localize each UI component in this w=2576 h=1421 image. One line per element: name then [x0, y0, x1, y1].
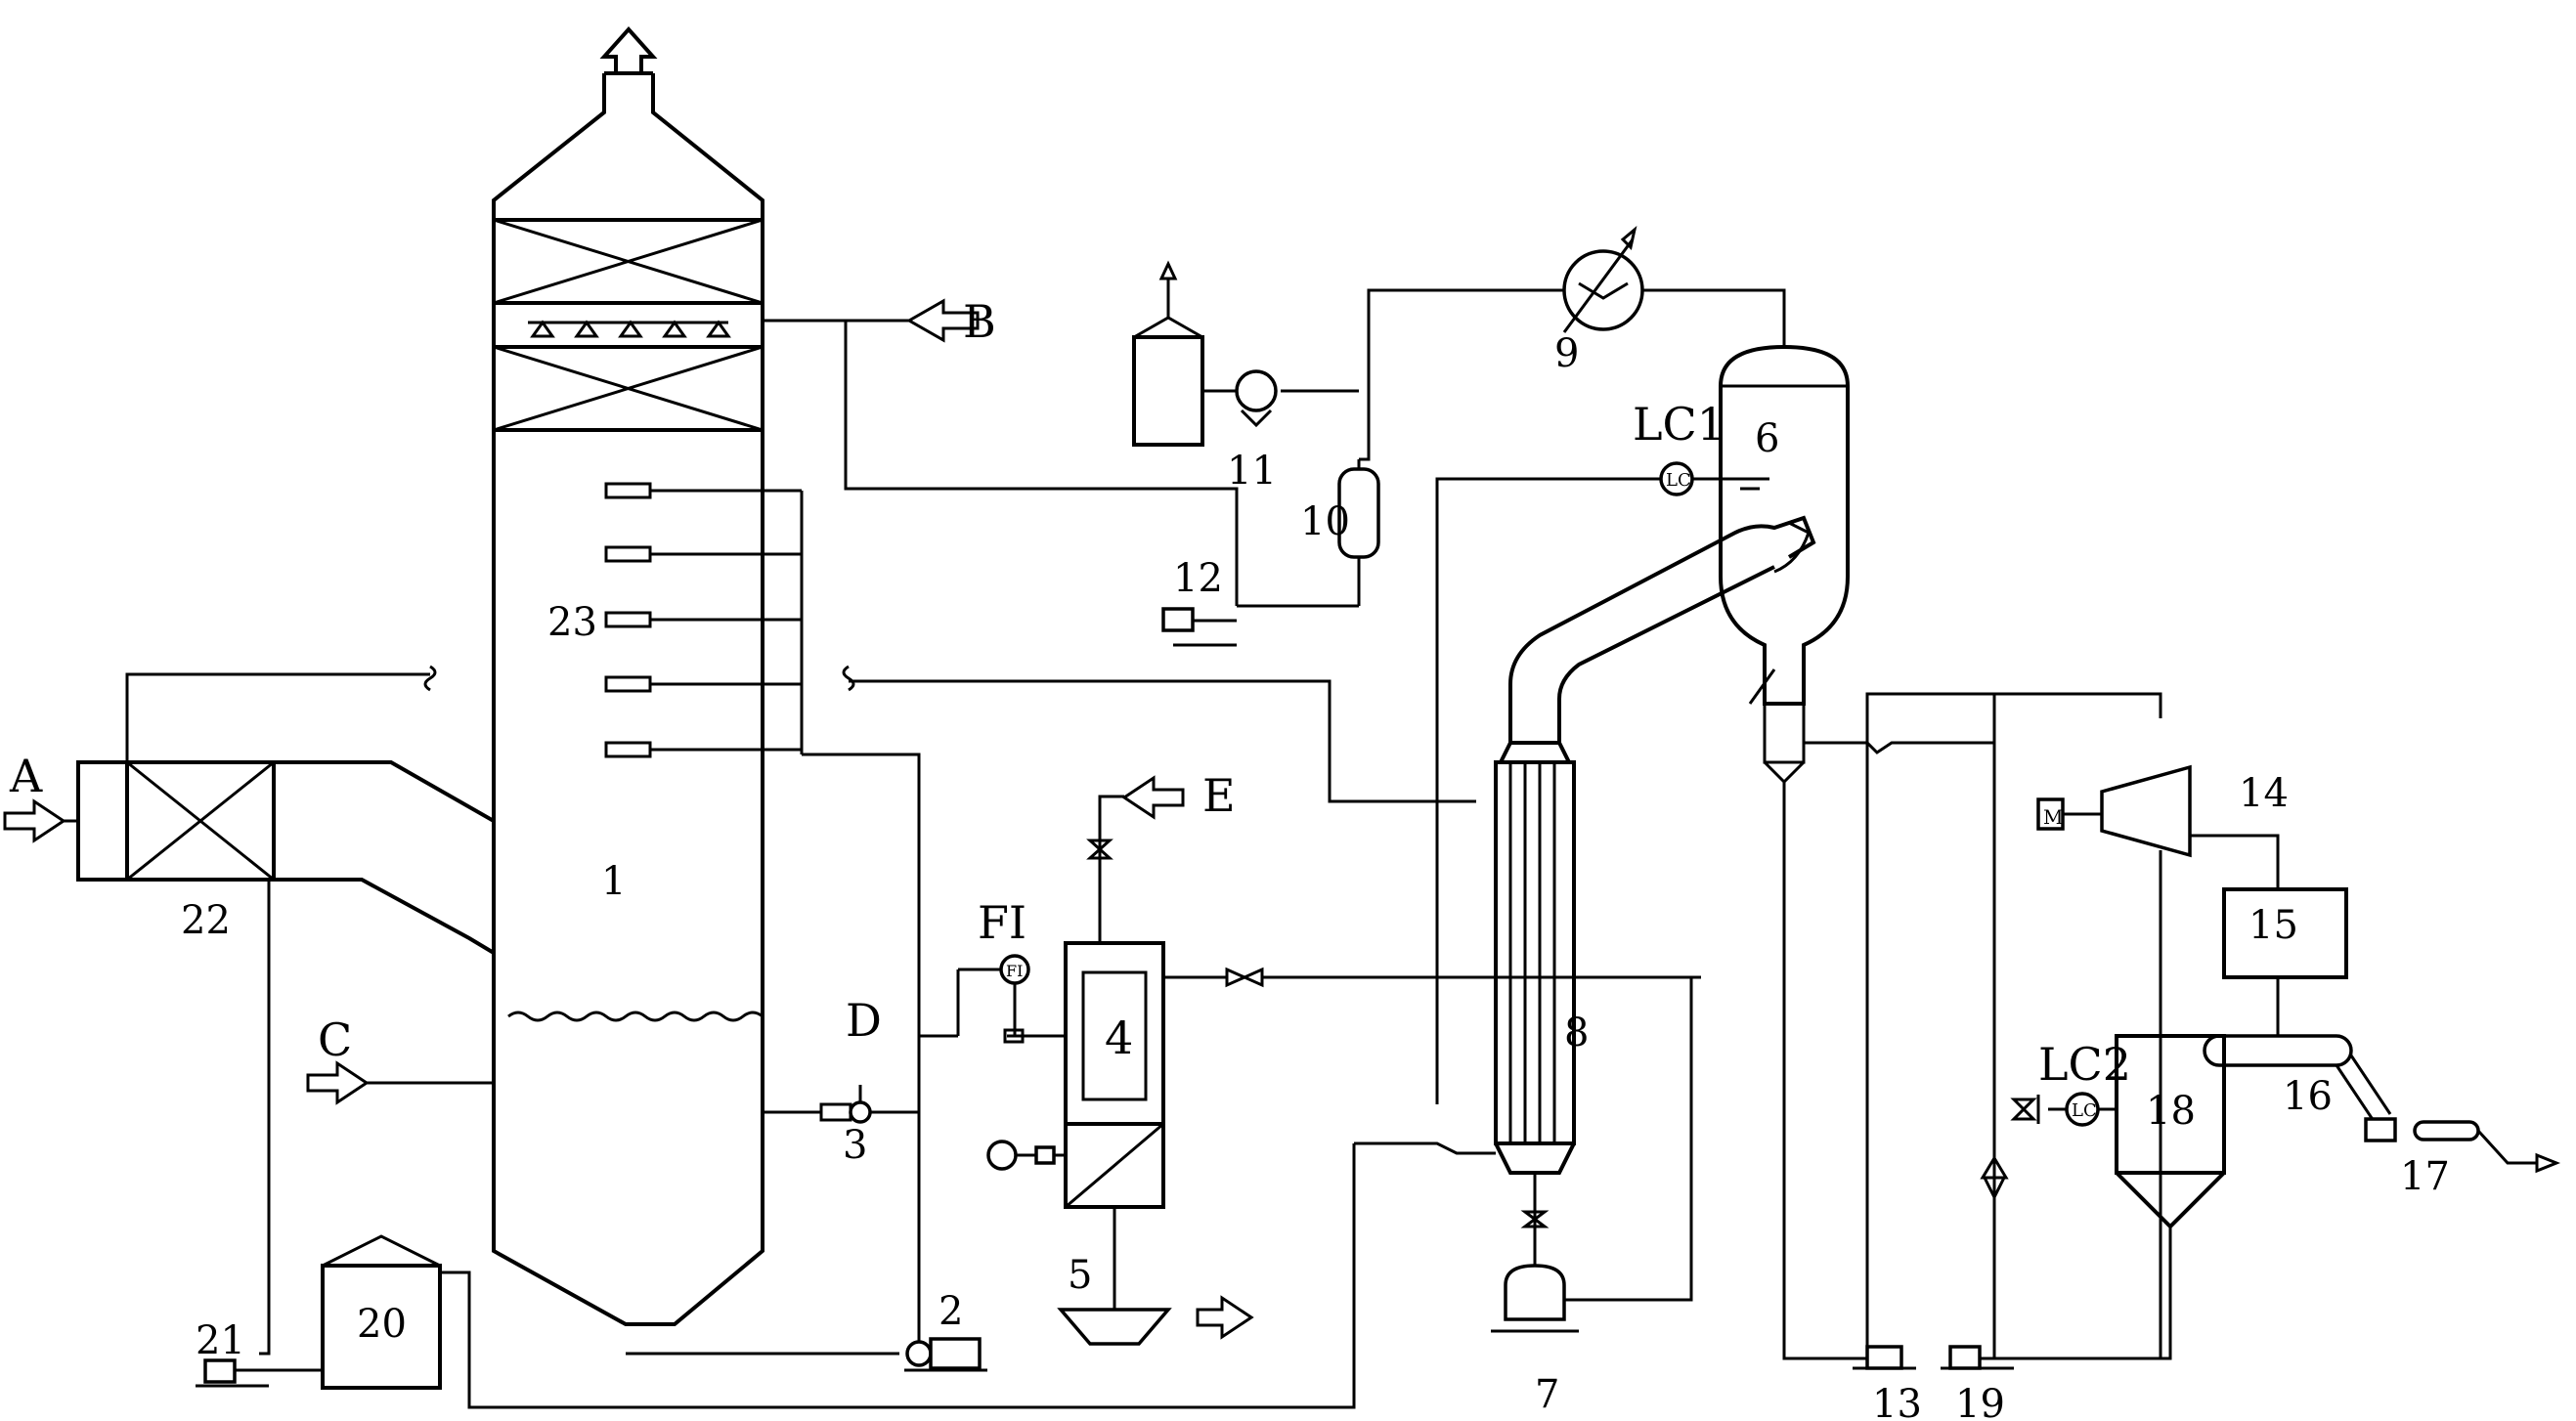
label-19: 19	[1955, 1382, 2005, 1421]
label-18: 18	[2146, 1089, 2196, 1134]
label-1: 1	[601, 859, 626, 904]
centrifuge-14	[2036, 764, 2280, 1036]
stream-a: A	[9, 750, 43, 802]
label-10: 10	[1300, 499, 1350, 544]
separator-4	[956, 775, 1701, 1346]
pump-2	[904, 1337, 987, 1372]
tank-11	[1132, 260, 1278, 447]
label-11: 11	[1227, 449, 1277, 494]
label-6: 6	[1755, 416, 1779, 461]
lc1-bubble-text: LC	[1666, 470, 1691, 491]
pump-12	[1161, 607, 1237, 647]
dryer-15	[2222, 887, 2348, 1036]
cyclone-16	[2203, 1034, 2392, 1125]
label-5: 5	[1068, 1253, 1092, 1298]
motor-m-text: M	[2043, 805, 2063, 829]
instrument-labels: FI LC1 LC2 LC LC FI M	[978, 398, 2131, 1121]
label-15: 15	[2249, 903, 2298, 948]
conveyor-17	[2364, 1117, 2561, 1174]
absorber-tower	[274, 25, 921, 1354]
heat-exchanger-22	[3, 665, 437, 1356]
label-3: 3	[843, 1123, 867, 1168]
tank-18	[2010, 1034, 2226, 1360]
stream-labels: A B C D E	[9, 295, 1236, 1066]
label-21: 21	[196, 1318, 245, 1363]
flash-drum-6	[1359, 288, 1994, 1360]
condenser-9	[1562, 226, 1644, 333]
label-23: 23	[547, 600, 597, 645]
label-20: 20	[357, 1302, 407, 1347]
label-16: 16	[2283, 1074, 2333, 1119]
label-7: 7	[1535, 1372, 1559, 1417]
label-4: 4	[1105, 1012, 1133, 1064]
lc2-label: LC2	[2038, 1038, 2131, 1091]
label-12: 12	[1173, 556, 1223, 601]
stream-b: B	[963, 295, 996, 348]
label-2: 2	[939, 1289, 963, 1334]
label-13: 13	[1872, 1382, 1922, 1421]
label-8: 8	[1564, 1011, 1589, 1055]
vessel-10	[1237, 389, 1380, 608]
lc2-bubble-text: LC	[2072, 1100, 2097, 1121]
lc1-label: LC1	[1633, 398, 1725, 451]
label-9: 9	[1554, 331, 1579, 376]
component-labels: 1 2 3 4 5 6 7 8 9 10 11 12 13 14 15 16 1…	[181, 331, 2450, 1421]
heater-8	[440, 741, 1693, 1409]
tank-20	[196, 1234, 442, 1390]
label-14: 14	[2239, 771, 2289, 816]
stream-c: C	[318, 1013, 352, 1066]
stream-d: D	[846, 994, 882, 1047]
stream-e: E	[1202, 769, 1236, 822]
fi-bubble-text: FI	[1006, 962, 1023, 980]
label-17: 17	[2400, 1154, 2450, 1199]
fi-label: FI	[978, 896, 1026, 949]
label-22: 22	[181, 898, 231, 943]
